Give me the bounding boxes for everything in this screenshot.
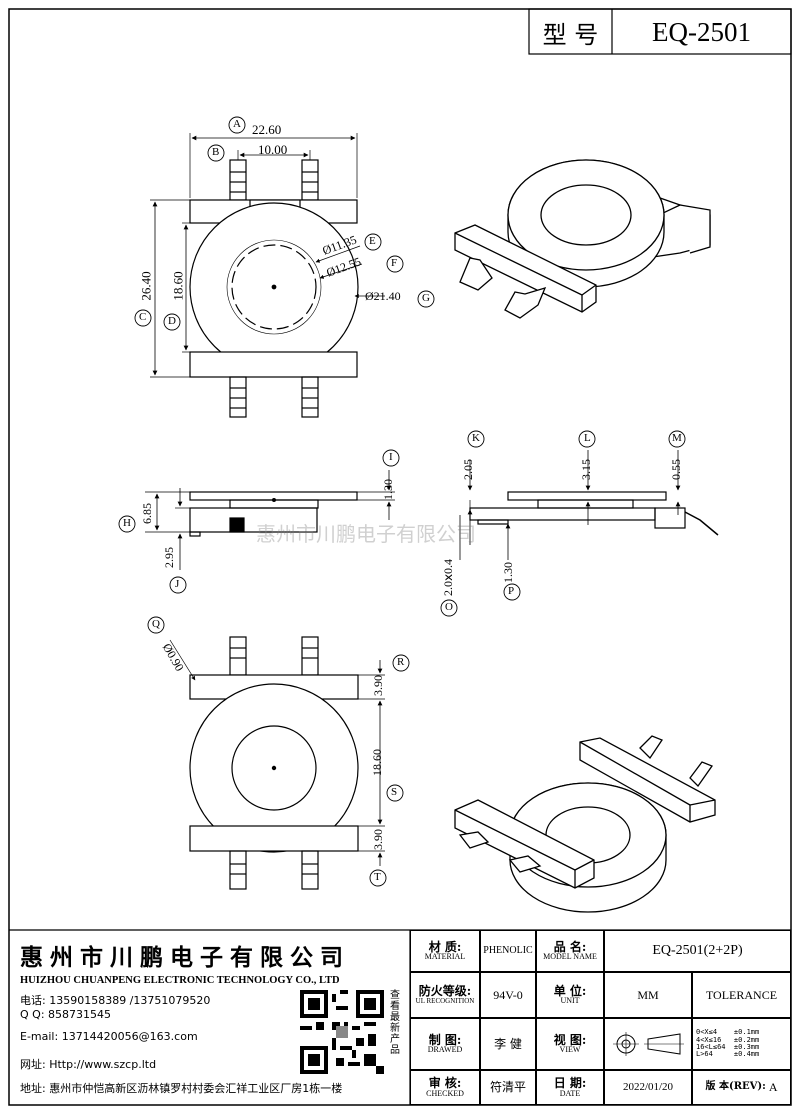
marker-p: P <box>508 585 515 597</box>
tolerance-label: TOLERANCE <box>692 972 791 1018</box>
outer-frame <box>8 8 792 1106</box>
dim-k-label: 2.05 <box>461 459 475 480</box>
marker-h: H <box>123 517 131 529</box>
flame-label: 防火等级: <box>418 984 472 999</box>
drawn-label-en: DRAWED <box>427 1045 463 1055</box>
isometric-view-bottom <box>454 735 716 913</box>
company-qq: Q Q: 858731545 <box>20 1008 112 1021</box>
view-label: 视 图: <box>553 1032 587 1047</box>
company-phone: 电话: 13590158389 /13751079520 <box>20 994 211 1007</box>
revision-value: A <box>768 1080 778 1095</box>
unit-label-cell: 单 位: UNIT <box>536 972 604 1018</box>
projection-symbol-cell <box>604 1018 692 1070</box>
model-name-label-en: MODEL NAME <box>543 952 597 962</box>
marker-i: I <box>389 451 393 463</box>
dim-s-label: 18.60 <box>370 749 384 776</box>
dim-r-label: 3.90 <box>371 675 385 696</box>
watermark-text: 惠州市川鹏电子有限公司 <box>256 522 476 546</box>
tolerance-line-2: 4<X≤16 ±0.2mm <box>696 1035 760 1044</box>
dim-g-label: Ø21.40 <box>365 289 401 303</box>
material-label: 材 质: <box>428 939 462 954</box>
drawn-value: 李 健 <box>480 1018 536 1070</box>
drawn-label-cell: 制 图: DRAWED <box>410 1018 480 1070</box>
marker-g: G <box>422 292 430 304</box>
model-name-value: EQ-2501(2+2P) <box>604 930 791 972</box>
material-label-en: MATERIAL <box>424 952 466 962</box>
tolerance-line-3: 16<L≤64 ±0.3mm <box>696 1043 760 1051</box>
tolerance-table: 0<X≤4 ±0.1mm 4<X≤16 ±0.2mm 16<L≤64 ±0.3m… <box>692 1018 791 1070</box>
marker-k: K <box>472 432 480 444</box>
marker-t: T <box>374 871 381 883</box>
marker-c: C <box>139 311 147 323</box>
dim-i-label: 1.30 <box>381 479 395 500</box>
drawn-label: 制 图: <box>428 1032 462 1047</box>
marker-e: E <box>369 235 376 247</box>
top-view <box>134 116 435 418</box>
side-view-right <box>440 430 719 617</box>
company-name-en: HUIZHOU CHUANPENG ELECTRONIC TECHNOLOGY … <box>20 975 340 986</box>
marker-b: B <box>212 146 220 158</box>
dim-a-label: 22.60 <box>252 122 282 137</box>
revision-label: 版 本(REV): <box>705 1081 766 1093</box>
checked-label-en: CHECKED <box>426 1088 464 1098</box>
dim-c-label: 26.40 <box>138 271 154 301</box>
material-value: PHENOLIC <box>480 930 536 972</box>
marker-d: D <box>168 315 176 327</box>
flame-value: 94V-0 <box>480 972 536 1018</box>
bottom-view <box>147 616 410 890</box>
marker-a: A <box>233 118 241 130</box>
model-name-label-cell: 品 名: MODEL NAME <box>536 930 604 972</box>
flame-label-cell: 防火等级: UL RECOGNITION <box>410 972 480 1018</box>
date-value: 2022/01/20 <box>604 1070 692 1105</box>
dim-l-label: 3.15 <box>579 459 593 480</box>
flame-label-en: UL RECOGNITION <box>415 996 475 1005</box>
marker-q: Q <box>152 618 160 630</box>
marker-r: R <box>397 656 405 668</box>
unit-label: 单 位: <box>553 983 587 998</box>
unit-value: MM <box>604 972 692 1018</box>
isometric-view-top <box>454 159 711 319</box>
dim-p-label: 1.30 <box>501 562 515 583</box>
projection-symbol-icon <box>613 1032 684 1056</box>
side-view-left <box>118 449 400 594</box>
checked-label: 审 核: <box>428 1076 462 1090</box>
dim-j-label: 2.95 <box>162 547 176 568</box>
dim-m-label: 0.55 <box>669 459 683 480</box>
marker-f: F <box>391 257 398 269</box>
dim-d-label: 18.60 <box>170 271 186 301</box>
company-name-cn: 惠州市川鹏电子有限公司 <box>20 944 350 971</box>
view-label-cell: 视 图: VIEW <box>536 1018 604 1070</box>
company-address: 地址: 惠州市仲恺高新区沥林镇罗村村委会汇祥工业区厂房1栋一楼 <box>20 1082 343 1095</box>
header-box <box>528 8 792 55</box>
marker-j: J <box>175 578 180 590</box>
marker-l: L <box>584 432 591 444</box>
material-label-cell: 材 质: MATERIAL <box>410 930 480 972</box>
date-label-en: DATE <box>559 1088 581 1098</box>
dim-b-label: 10.00 <box>258 142 288 157</box>
revision-cell: 版 本(REV): A <box>692 1070 791 1105</box>
model-value: EQ-2501 <box>652 16 751 47</box>
dim-o-label: 2.0ⅹ0.4 <box>441 558 456 597</box>
model-label: 型 号 <box>542 20 599 49</box>
qr-note: 查看最新产品 <box>390 990 400 1056</box>
view-label-en: VIEW <box>559 1045 581 1055</box>
marker-m: M <box>672 432 682 444</box>
dim-h-label: 6.85 <box>140 503 154 524</box>
dim-t-label: 3.90 <box>371 829 385 850</box>
date-label-cell: 日 期: DATE <box>536 1070 604 1105</box>
company-website[interactable]: 网址: Http://www.szcp.ltd <box>20 1058 157 1071</box>
company-email: E-mail: 13714420056@163.com <box>20 1030 198 1043</box>
marker-s: S <box>391 786 398 798</box>
model-name-label: 品 名: <box>553 939 587 954</box>
checked-value: 符清平 <box>480 1070 536 1105</box>
tolerance-line-1: 0<X≤4 ±0.1mm <box>696 1028 760 1037</box>
unit-label-en: UNIT <box>560 996 580 1006</box>
date-label: 日 期: <box>553 1076 587 1090</box>
marker-o: O <box>445 601 453 613</box>
checked-label-cell: 审 核: CHECKED <box>410 1070 480 1105</box>
tolerance-line-4: L>64 ±0.4mm <box>696 1050 760 1059</box>
qr-code-image[interactable] <box>300 990 384 1074</box>
